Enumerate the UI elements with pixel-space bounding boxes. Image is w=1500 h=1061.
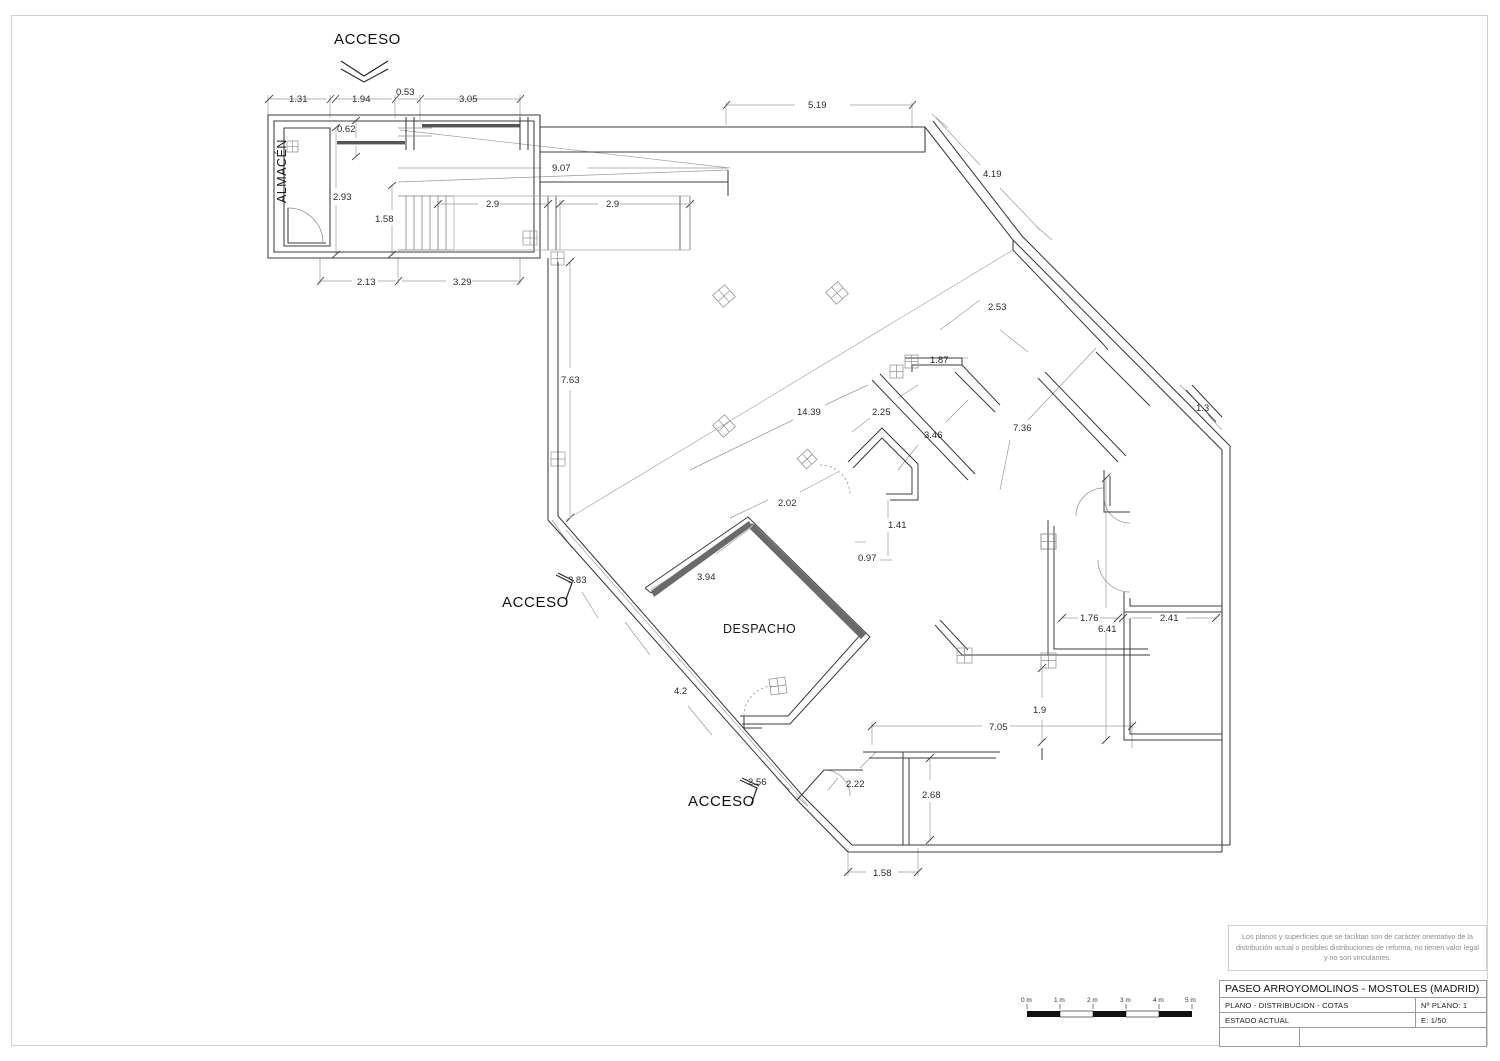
state-label: ESTADO ACTUAL [1225, 1015, 1290, 1025]
dim-1-9: 1.9 [1033, 705, 1046, 716]
blank-cell-right [1300, 1028, 1486, 1046]
disclaimer-note: Los planos y superficies que se facilita… [1228, 925, 1487, 971]
scale-cell: E: 1/50 [1416, 1013, 1486, 1027]
interior-partitions [712, 249, 1223, 845]
dim-1-58a: 1.58 [375, 214, 394, 225]
scale-tick-2: 2 m [1087, 997, 1098, 1004]
dim-1-76: 1.76 [1080, 613, 1099, 624]
plan-text-labels: ACCESO ACCESO ACCESO ALMACÉN DESPACHO 1.… [274, 31, 1209, 879]
upper-left-block-walls [267, 114, 926, 520]
dim-14-39: 14.39 [797, 407, 821, 418]
dim-2-13: 2.13 [357, 277, 376, 288]
project-title: PASEO ARROYOMOLINOS - MOSTOLES (MADRID) [1225, 983, 1480, 995]
dim-2-68: 2.68 [922, 790, 941, 801]
dim-0-62: 0.62 [337, 124, 356, 135]
dim-0-53: 0.53 [396, 87, 415, 98]
dim-2-41: 2.41 [1160, 613, 1179, 624]
dim-1-31: 1.31 [289, 94, 308, 105]
dim-7-05: 7.05 [989, 722, 1008, 733]
acceso-bottom-label: ACCESO [688, 793, 755, 810]
dim-2-25: 2.25 [872, 407, 891, 418]
acceso-left-label: ACCESO [502, 594, 569, 611]
title-block-project-row: PASEO ARROYOMOLINOS - MOSTOLES (MADRID) [1220, 981, 1486, 998]
dim-2-02: 2.02 [778, 498, 797, 509]
dim-1-94: 1.94 [352, 94, 371, 105]
main-shell-walls [547, 120, 1231, 853]
dim-4-2: 4.2 [674, 686, 687, 697]
scale-tick-0: 0 m [1021, 997, 1032, 1004]
dim-1-58b: 1.58 [873, 868, 892, 879]
dim-1-3: 1.3 [1196, 403, 1209, 414]
scale-tick-5: 5 m [1185, 997, 1196, 1004]
dim-5-19: 5.19 [808, 100, 827, 111]
dim-3-05: 3.05 [459, 94, 478, 105]
dim-2-9b: 2.9 [606, 199, 619, 210]
dim-1-87: 1.87 [930, 355, 949, 366]
scale-tick-4: 4 m [1153, 997, 1164, 1004]
scale-bar-ticks [1026, 1004, 1193, 1009]
drawing-name: PLANO - DISTRIBUCION - COTAS [1225, 1000, 1349, 1010]
dim-9-07: 9.07 [552, 163, 571, 174]
state-cell: ESTADO ACTUAL [1220, 1013, 1416, 1027]
dim-1-41: 1.41 [888, 520, 907, 531]
room-label-almacen: ALMACÉN [274, 139, 289, 203]
scale-bar-segments [1027, 1010, 1192, 1018]
dim-3-29: 3.29 [453, 277, 472, 288]
scale-label: E: 1/50 [1421, 1015, 1447, 1025]
dim-7-36: 7.36 [1013, 423, 1032, 434]
dimension-ticks [264, 94, 1221, 877]
dim-3-94: 3.94 [697, 572, 716, 583]
dim-4-19: 4.19 [983, 169, 1002, 180]
acceso-arrow-glyphs [340, 60, 760, 806]
dim-2-93: 2.93 [333, 192, 352, 203]
dim-6-41: 6.41 [1098, 624, 1117, 635]
dim-2-9a: 2.9 [486, 199, 499, 210]
dimension-lines [267, 95, 1223, 876]
scale-tick-1: 1 m [1054, 997, 1065, 1004]
plan-number-cell: Nº PLANO: 1 [1416, 998, 1486, 1012]
scale-bar: 0 m 1 m 2 m 3 m 4 m 5 m [1021, 997, 1196, 1018]
dim-0-97: 0.97 [858, 553, 877, 564]
despacho-room [644, 516, 871, 729]
dim-7-63: 7.63 [561, 375, 580, 386]
title-block-state-row: ESTADO ACTUAL E: 1/50 [1220, 1013, 1486, 1028]
room-label-despacho: DESPACHO [723, 622, 796, 636]
sheet-border [11, 15, 1488, 1046]
title-block-blank-row [1220, 1028, 1486, 1046]
title-block-drawing-row: PLANO - DISTRIBUCION - COTAS Nº PLANO: 1 [1220, 998, 1486, 1013]
acceso-top-label: ACCESO [334, 31, 401, 48]
dim-2-22: 2.22 [846, 779, 865, 790]
title-block: PASEO ARROYOMOLINOS - MOSTOLES (MADRID) … [1219, 980, 1487, 1047]
dim-3-83: 3.83 [568, 575, 587, 586]
drawing-name-cell: PLANO - DISTRIBUCION - COTAS [1220, 998, 1416, 1012]
dim-3-46: 3.46 [924, 430, 943, 441]
plan-number: Nº PLANO: 1 [1421, 1000, 1468, 1010]
dim-2-53: 2.53 [988, 302, 1007, 313]
disclaimer-text: Los planos y superficies que se facilita… [1236, 932, 1479, 963]
scale-tick-3: 3 m [1120, 997, 1131, 1004]
blank-cell-left [1220, 1028, 1300, 1046]
dim-2-56: 2.56 [748, 777, 767, 788]
